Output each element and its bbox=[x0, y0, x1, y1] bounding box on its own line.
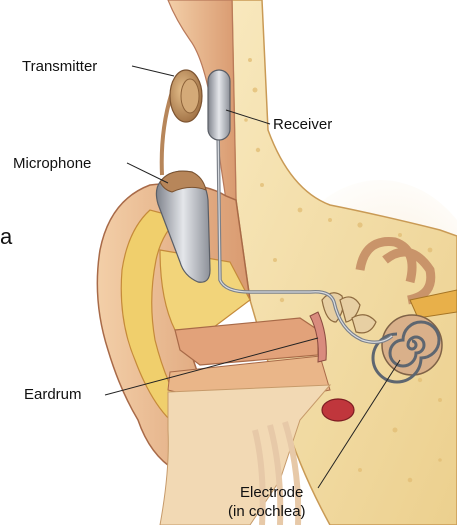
label-electrode-sub: (in cochlea) bbox=[228, 503, 306, 520]
blood-vessel bbox=[322, 399, 354, 421]
label-receiver: Receiver bbox=[273, 116, 332, 133]
receiver-implant bbox=[208, 70, 230, 140]
label-eardrum: Eardrum bbox=[24, 386, 82, 403]
label-electrode: Electrode bbox=[240, 484, 303, 501]
transmitter-coil bbox=[170, 70, 202, 122]
label-microphone: Microphone bbox=[13, 155, 91, 172]
label-transmitter: Transmitter bbox=[22, 58, 97, 75]
edge-text-fragment: a bbox=[0, 224, 12, 250]
